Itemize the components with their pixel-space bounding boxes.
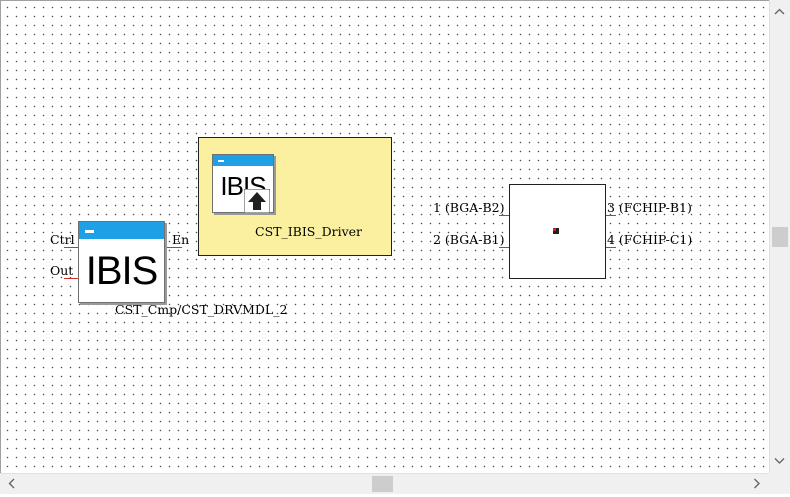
driver-model-ibis-icon[interactable]: IBIS	[78, 221, 165, 303]
pin-3-label: 3 (FCHIP-B1)	[607, 200, 692, 215]
pin-en-label: En	[172, 232, 190, 247]
arrow-up-icon	[244, 189, 270, 213]
chevron-right-icon[interactable]	[748, 475, 765, 492]
pin-en-line[interactable]	[166, 247, 182, 248]
driver-model-instance-label: CST_Cmp/CST_DRVMDL_2	[115, 302, 288, 317]
pin-4-label: 4 (FCHIP-C1)	[607, 232, 693, 247]
pin-1-line[interactable]	[499, 215, 509, 216]
vertical-scroll-thumb[interactable]	[772, 227, 788, 247]
pin-ctrl-label: Ctrl	[50, 232, 75, 247]
pin-2-label: 2 (BGA-B1)	[433, 232, 505, 247]
vertical-scrollbar[interactable]	[769, 0, 790, 473]
ibis-driver-label: CST_IBIS_Driver	[255, 224, 363, 239]
pin-1-label: 1 (BGA-B2)	[433, 200, 505, 215]
pin-4-line[interactable]	[606, 247, 616, 248]
ibis-driver-icon[interactable]: IBIS	[212, 154, 274, 213]
horizontal-scrollbar[interactable]	[0, 473, 769, 494]
scrollbar-corner	[769, 473, 790, 494]
component-origin-marker-red	[553, 228, 556, 231]
pin-2-line[interactable]	[499, 247, 509, 248]
pin-out-label: Out	[50, 263, 74, 278]
chevron-left-icon[interactable]	[3, 475, 20, 492]
pin-3-line[interactable]	[606, 215, 616, 216]
pin-out-line[interactable]	[64, 278, 78, 279]
chevron-down-icon[interactable]	[771, 452, 788, 469]
horizontal-scroll-thumb[interactable]	[372, 476, 393, 492]
component-origin-marker	[553, 228, 559, 234]
pin-ctrl-line[interactable]	[64, 247, 78, 248]
driver-model-icon-text: IBIS	[85, 249, 159, 293]
chevron-up-icon[interactable]	[771, 3, 788, 20]
